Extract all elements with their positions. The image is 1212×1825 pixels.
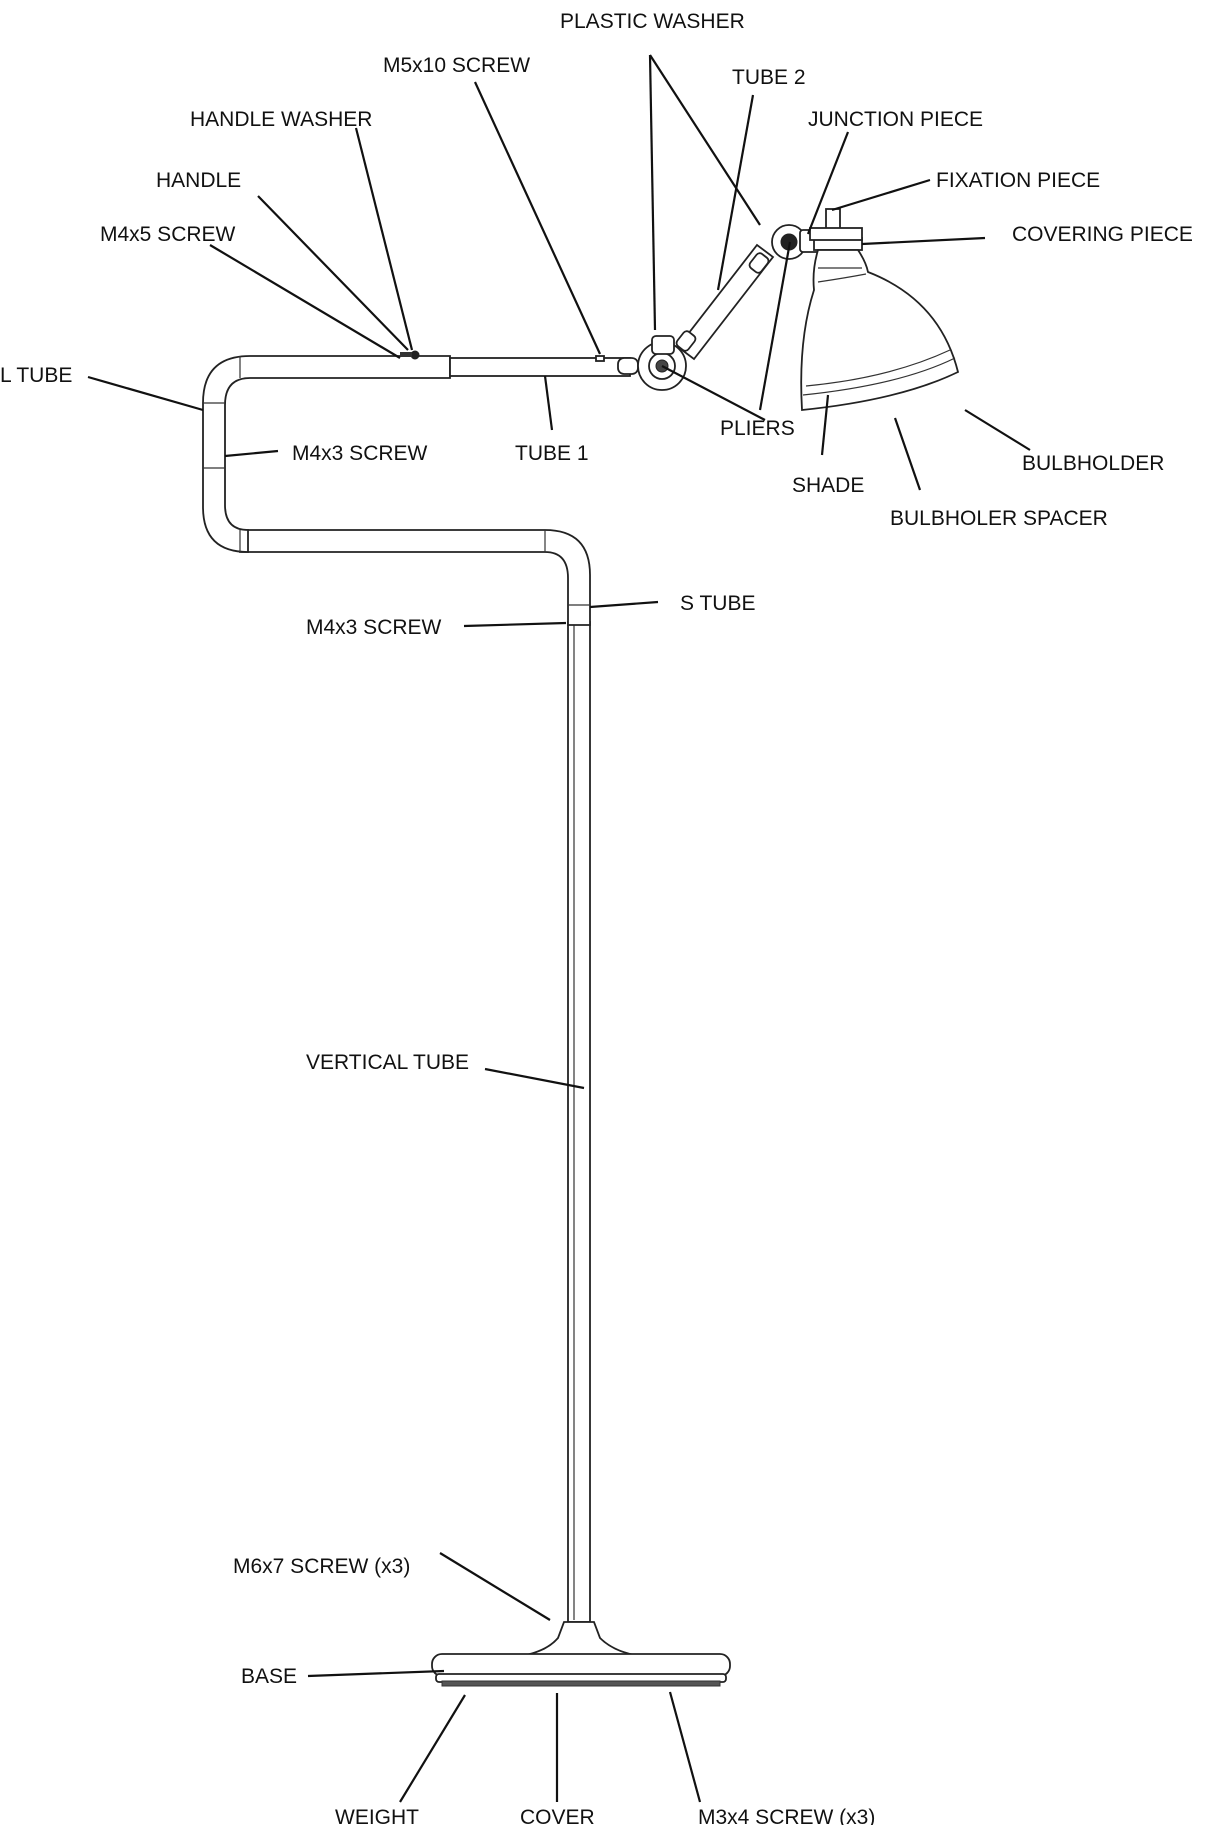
tube-2 <box>676 243 775 361</box>
label-m4x5-screw: M4x5 SCREW <box>100 223 236 246</box>
label-tube-1: TUBE 1 <box>515 442 589 465</box>
label-l-tube: L TUBE <box>0 364 72 387</box>
label-vertical-tube: VERTICAL TUBE <box>306 1051 469 1074</box>
label-bulbholer-spacer: BULBHOLER SPACER <box>890 507 1108 530</box>
shade-part <box>800 249 960 411</box>
label-tube-2: TUBE 2 <box>732 66 806 89</box>
label-junction-piece: JUNCTION PIECE <box>808 108 983 131</box>
handle-washer-part <box>410 350 420 360</box>
label-weight: WEIGHT <box>335 1806 419 1825</box>
label-m4x3-screw-lower: M4x3 SCREW <box>306 616 442 639</box>
vertical-tube <box>567 621 591 1623</box>
junction-piece-part <box>809 227 863 241</box>
label-plastic-washer: PLASTIC WASHER <box>560 10 745 33</box>
s-tube <box>239 529 591 626</box>
label-fixation-piece: FIXATION PIECE <box>936 169 1100 192</box>
part-labels: PLASTIC WASHER M5x10 SCREW TUBE 2 HANDLE… <box>0 10 1193 1825</box>
cover-part <box>441 1680 721 1687</box>
lamp-drawing <box>202 208 960 1687</box>
l-tube <box>202 355 451 553</box>
base-collar <box>519 1621 641 1657</box>
m5x10-screw-part <box>595 355 605 362</box>
fixation-piece-part <box>825 208 841 230</box>
label-handle: HANDLE <box>156 169 241 192</box>
base-part <box>431 1653 731 1677</box>
leader-lines <box>87 54 1031 1803</box>
label-m5x10-screw: M5x10 SCREW <box>383 54 530 77</box>
label-m4x3-screw-upper: M4x3 SCREW <box>292 442 428 465</box>
label-covering-piece: COVERING PIECE <box>1012 223 1193 246</box>
label-m3x4-screw: M3x4 SCREW (x3) <box>698 1806 875 1825</box>
label-pliers: PLIERS <box>720 417 795 440</box>
label-shade: SHADE <box>792 474 864 497</box>
label-base: BASE <box>241 1665 297 1688</box>
handle-part <box>400 352 412 357</box>
label-s-tube: S TUBE <box>680 592 755 615</box>
label-bulbholder: BULBHOLDER <box>1022 452 1164 475</box>
label-cover: COVER <box>520 1806 595 1825</box>
label-handle-washer: HANDLE WASHER <box>190 108 372 131</box>
label-m6x7-screw: M6x7 SCREW (x3) <box>233 1555 410 1578</box>
